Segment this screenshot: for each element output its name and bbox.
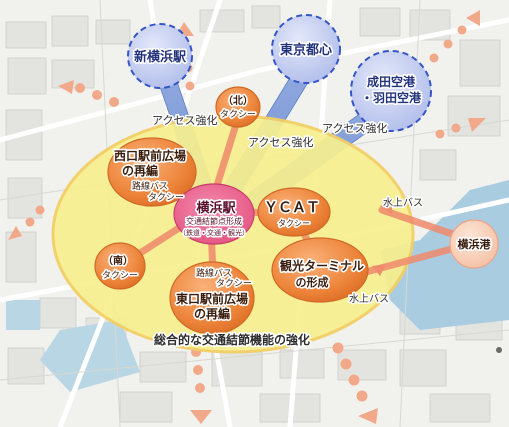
label-west-plaza-sub-2: タクシー: [148, 192, 184, 203]
access-label-center: アクセス強化: [248, 135, 313, 149]
label-water-bus-lower: 水上バス: [349, 293, 389, 305]
label-yokohama-port: 横浜港: [458, 237, 492, 251]
destination-shin-yokohama: [127, 23, 193, 89]
label-tourist-terminal-1: 観光ターミナル: [280, 258, 364, 273]
label-shin-yokohama: 新横浜駅: [134, 49, 187, 65]
label-tokyo-toshin: 東京都心: [280, 42, 332, 58]
node-ycat: [257, 187, 331, 237]
label-hub-line3: （鉄道・交通・観光）: [179, 228, 249, 237]
arrow-trail-northeast: [429, 10, 480, 63]
hub-yokohama-station: [173, 183, 255, 245]
label-tourist-terminal-2: の形成: [296, 275, 329, 289]
zone-caption: 総合的な交通結節機能の強化: [154, 332, 310, 347]
arrow-trail-north-left: [58, 80, 119, 107]
arrow-trail-west: [8, 205, 45, 240]
label-airports-2: ・羽田空港: [361, 90, 422, 105]
orange-nodes: [94, 86, 369, 335]
label-west-plaza-1: 西口駅前広場: [114, 148, 186, 163]
access-label-left: アクセス強化: [152, 113, 217, 127]
label-hub-line2: 交通結節点形成: [186, 216, 242, 226]
node-north-taxi: [215, 86, 261, 128]
label-south-taxi-1: （南）: [103, 254, 133, 267]
movement-arrows: [8, 10, 486, 424]
label-east-plaza-1: 東口駅前広場: [176, 291, 248, 306]
label-west-plaza-sub-1: 路線バス: [132, 180, 168, 192]
label-water-bus-upper: 水上バス: [383, 197, 423, 209]
label-north-taxi-1: （北）: [223, 94, 253, 107]
access-label-right: アクセス強化: [322, 121, 387, 135]
arrow-trail-east: [435, 118, 486, 139]
label-east-plaza-sub-2: タクシー: [216, 278, 252, 289]
arrow-trail-southeast: [332, 342, 378, 424]
yokohama-port-circle: [449, 219, 499, 269]
label-south-taxi-2: タクシー: [102, 270, 138, 281]
node-east-plaza: [169, 261, 255, 335]
label-hub-title: 横浜駅: [196, 200, 236, 216]
destination-airports: [350, 50, 432, 132]
connector-arrowheads: [372, 200, 392, 276]
destination-tokyo-toshin: [271, 14, 341, 84]
label-east-plaza-2: の再編: [194, 306, 230, 321]
node-west-plaza: [107, 137, 197, 207]
label-airports-1: 成田空港: [367, 74, 416, 89]
label-ycat-sub: タクシー: [278, 219, 310, 228]
labels: 新横浜駅 東京都心 成田空港 ・羽田空港 アクセス強化 アクセス強化 アクセス強…: [100, 40, 493, 348]
label-west-plaza-2: の再編: [122, 163, 158, 178]
node-south-taxi: [94, 242, 146, 290]
node-tourist-terminal: [271, 237, 369, 303]
label-ycat: ＹＣＡＴ: [264, 200, 320, 216]
label-east-plaza-sub-1: 路線バス: [196, 267, 232, 279]
destinations: [127, 14, 432, 132]
label-north-taxi-2: タクシー: [220, 109, 256, 120]
